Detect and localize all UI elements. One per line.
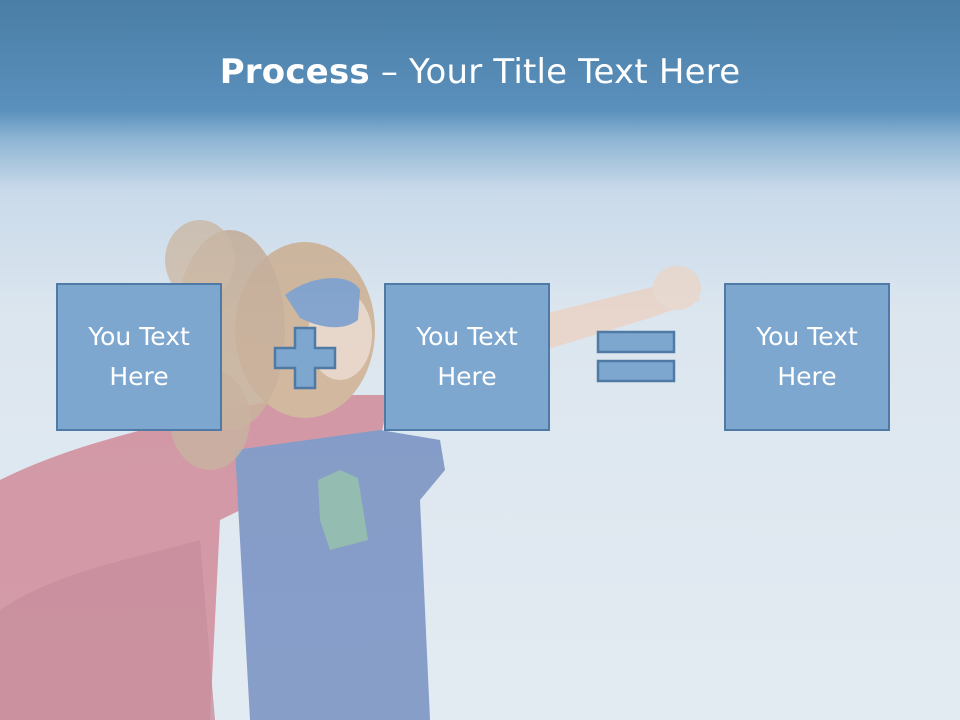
equals-icon [596, 330, 676, 383]
title-rest-part: – Your Title Text Here [369, 52, 741, 92]
plus-icon [273, 326, 337, 390]
slide-title: Process – Your Title Text Here [0, 52, 960, 92]
title-bold-part: Process [219, 52, 370, 92]
